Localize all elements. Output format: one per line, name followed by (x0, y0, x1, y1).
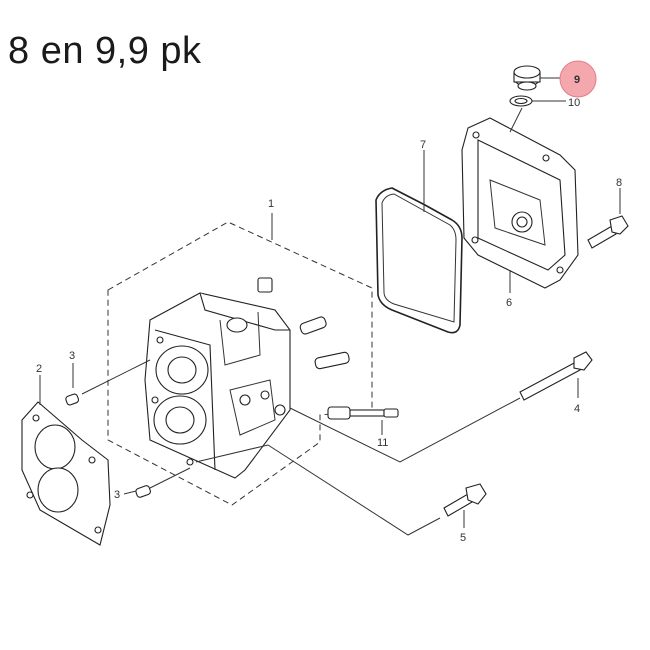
callout-3-lower: 3 (114, 489, 120, 501)
dowel-pin-lower[interactable] (135, 485, 151, 498)
callout-8: 8 (616, 177, 622, 189)
page-title: 8 en 9,9 pk (8, 30, 202, 72)
sleeve-middle[interactable] (299, 316, 327, 335)
callout-10: 10 (568, 97, 580, 109)
callout-4: 4 (574, 403, 580, 415)
plug-top[interactable] (257, 277, 273, 293)
callout-9: 9 (574, 74, 580, 86)
cylinder-head[interactable] (144, 292, 291, 479)
cylinder-head-assembly-outline (107, 221, 373, 506)
head-bolt-long[interactable] (519, 351, 593, 401)
callout-1: 1 (268, 198, 274, 210)
cylinder-head-gasket[interactable] (21, 401, 111, 546)
o-ring[interactable] (509, 95, 533, 107)
dowel-pin-upper[interactable] (65, 393, 80, 406)
callout-11: 11 (377, 437, 388, 449)
callout-5: 5 (460, 532, 466, 544)
oil-filler-cap[interactable] (513, 65, 541, 91)
spark-plug[interactable] (327, 406, 399, 420)
highlight-circle (559, 60, 597, 98)
callout-7: 7 (420, 139, 426, 151)
leader-lines (39, 77, 621, 536)
callout-2: 2 (36, 363, 42, 375)
cover-bolt[interactable] (587, 215, 629, 249)
cover-gasket[interactable] (375, 187, 463, 334)
callout-6: 6 (506, 297, 512, 309)
callout-3-upper: 3 (69, 350, 75, 362)
head-bolt-short[interactable] (443, 483, 487, 517)
sleeve-lower[interactable] (314, 351, 350, 370)
cylinder-head-cover[interactable] (461, 117, 579, 289)
